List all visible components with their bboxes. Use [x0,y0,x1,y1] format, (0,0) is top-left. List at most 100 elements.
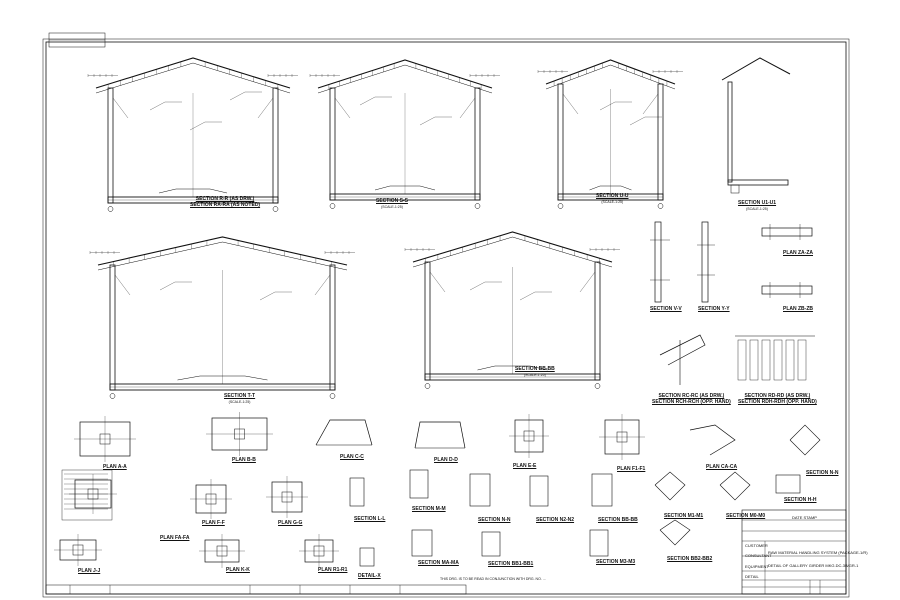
plan-bb-shape-plate [234,428,245,440]
label-plan-za: PLAN ZA-ZA [783,250,813,256]
section-u1-girder [727,179,789,186]
section-rr-right-column [272,87,279,204]
label-section-vv: SECTION V-V [650,306,682,312]
section-rd-rib [773,339,783,381]
section-rr-grid-bubble [272,206,279,212]
section-uu-bracing [562,93,579,115]
section-tt-left-column [109,264,116,391]
section-ss-grid-bubble [474,203,481,209]
plan-za-beam [761,227,813,237]
sheet-outer-border [42,38,850,598]
section-tt-bracing [114,274,131,296]
section-bb-grid-bubble [594,383,601,389]
section-b1-shape [481,531,501,557]
section-ma-shape [411,529,433,557]
section-u1-column [727,81,733,183]
plan-f1-shape-plate [616,431,628,443]
label-plan-r1: PLAN R1-R1 [318,567,348,573]
section-rr-roof-inner [95,62,291,94]
section-rr-bracing [257,97,274,119]
leader-line [359,96,376,106]
section-tt-grid-bubble [109,393,116,399]
section-m0-shape [719,471,751,501]
section-uu-right-column [657,83,664,201]
label-section-bbs: SECTION BB-BB [598,517,638,523]
label-section-yy: SECTION Y-Y [698,306,730,312]
label-section-m3: SECTION M3-M3 [596,559,636,565]
section-bbs-shape [591,473,613,507]
section-rr-roof [95,57,291,89]
title-block [741,509,847,595]
plan-dd-shape [414,421,466,449]
section-ss-roof-inner [317,64,493,94]
plan-cc-shape [315,419,373,446]
leader-line [189,121,206,131]
label-plan-gg: PLAN G-G [278,520,303,526]
section-bb-roof [412,231,613,263]
label-plan-jj: PLAN J-J [78,568,101,574]
section-uu-left-column [557,83,564,201]
section-rr-bracing [112,97,129,119]
section-tt-bracing [314,274,331,296]
section-bb-roof-inner [412,236,613,268]
detail-x-shape [359,547,375,567]
section-bb-bracing [579,271,596,293]
label-section-uu: SECTION U-U (SCALE-1:25) [596,193,629,204]
section-m3-shape [589,529,609,557]
label-plan-ee: PLAN E-E [513,463,537,469]
tb-project: RAW MATERIAL HANDLING SYSTEM (PACKAGE-1/… [768,550,868,555]
tb-customer: CUSTOMER [745,543,768,548]
label-section-rr: SECTION R-R (AS DRW.) SECTION RA-RA (AS … [190,196,261,208]
label-section-b1: SECTION BB1-BB1 [488,561,534,567]
plan-aa-shape-plate [99,433,111,445]
section-tt-roof-inner [97,241,348,271]
label-section-m0: SECTION M0-M0 [726,513,766,519]
section-ss-bracing [334,97,351,119]
section-hh-shape [775,474,801,494]
plan-aa-notes-box [61,469,113,521]
section-m1-shape [654,471,686,501]
section-bb-right-column [594,261,601,381]
section-nn-shape [469,473,491,507]
label-section-m1: SECTION M1-M1 [664,513,704,519]
section-mm-shape [409,469,429,499]
plan-jj-shape-plate [72,544,84,556]
plan-ff-shape-plate [205,493,217,505]
section-tt-grid-bubble [329,393,336,399]
label-plan-f1: PLAN F1-F1 [617,466,646,472]
section-rd-rib [797,339,807,381]
section-bb2-shape [659,519,691,546]
leader-line [259,291,276,301]
tb-equipment: EQUIPMENT [745,564,769,569]
label-section-bb: SECTION BB-BB (SCALE-1:25) [515,366,555,377]
section-ll-shape [349,477,365,507]
plan-zb-beam [761,285,813,295]
label-section-rc: SECTION RC-RC (AS DRW.) SECTION RCH-RCH … [652,393,731,405]
section-ss-right-column [474,87,481,201]
section-rd-rib [749,339,759,381]
section-bb-grid-bubble [424,383,431,389]
section-uu-roof-inner [545,64,676,90]
section-u1-base [730,184,740,194]
section-rd-rib [737,339,747,381]
section-u1-roof [721,57,791,81]
label-section-n2: SECTION N2-N2 [536,517,575,523]
section-uu-grid-bubble [657,203,664,209]
label-plan-aa: PLAN A-A [103,464,127,470]
leader-line [519,291,536,301]
label-plan-bb: PLAN B-B [232,457,256,463]
section-uu-roof [545,59,676,85]
plan-ca-shape [689,424,736,456]
label-plan-cc: PLAN C-C [340,454,364,460]
section-n2-shape [529,475,549,507]
leader-line [229,91,246,101]
section-bb-bracing [429,271,446,293]
plan-gg-shape-plate [281,491,293,503]
label-section-hh: SECTION H-H [784,497,817,503]
section-uu-bracing [642,93,659,115]
label-section-mm: SECTION M-M [412,506,446,512]
section-ss-grid-bubble [329,203,336,209]
section-rr-left-column [107,87,114,204]
label-section-nn: SECTION N-N [478,517,511,523]
